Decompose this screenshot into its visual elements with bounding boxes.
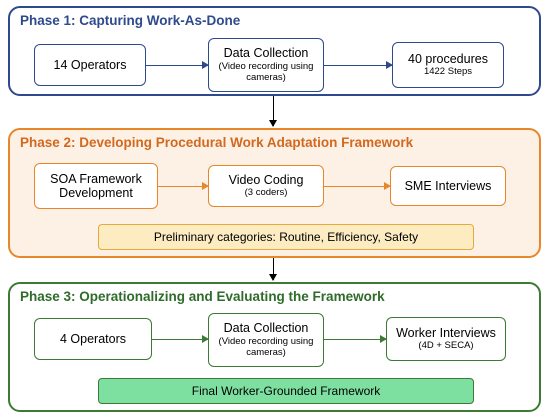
- procedures-label: 40 procedures: [408, 51, 488, 66]
- video-coding-label: Video Coding: [228, 172, 304, 187]
- procedures-box: 40 procedures 1422 Steps: [392, 42, 504, 88]
- data-collection-box: Data Collection (Video recording using c…: [208, 313, 324, 367]
- data-collection-label: Data Collection: [223, 321, 309, 336]
- arrow-operators-to-data-collection: [152, 335, 209, 343]
- data-collection-sublabel: (Video recording using cameras): [218, 335, 314, 358]
- phase-3-panel: Phase 3: Operationalizing and Evaluating…: [8, 282, 541, 412]
- data-collection-label: Data Collection: [223, 46, 309, 61]
- sme-interviews-box: SME Interviews: [390, 166, 506, 206]
- soa-framework-label: SOA Framework Development: [50, 171, 142, 200]
- arrow-phase-2-to-phase-3: [269, 258, 277, 281]
- phase-3-title: Phase 3: Operationalizing and Evaluating…: [20, 289, 385, 304]
- arrow-soa-to-video-coding: [158, 182, 209, 190]
- phase-2-title: Phase 2: Developing Procedural Work Adap…: [20, 135, 414, 150]
- final-framework-banner: Final Worker-Grounded Framework: [98, 378, 474, 404]
- arrow-video-coding-to-sme: [324, 182, 391, 190]
- arrow-data-collection-to-procedures: [324, 61, 393, 69]
- worker-interviews-label: Worker Interviews: [396, 325, 496, 340]
- procedures-sublabel: 1422 Steps: [423, 66, 473, 78]
- operators-box: 14 Operators: [34, 44, 146, 86]
- phase-2-panel: Phase 2: Developing Procedural Work Adap…: [8, 128, 541, 258]
- soa-framework-box: SOA Framework Development: [34, 163, 158, 209]
- video-coding-box: Video Coding (3 coders): [208, 165, 324, 207]
- data-collection-box: Data Collection (Video recording using c…: [208, 38, 324, 92]
- operators-box: 4 Operators: [34, 318, 152, 360]
- arrow-phase-1-to-phase-2: [269, 96, 277, 127]
- phase-1-title: Phase 1: Capturing Work-As-Done: [20, 13, 241, 28]
- data-collection-sublabel: (Video recording using cameras): [218, 60, 314, 83]
- worker-interviews-box: Worker Interviews (4D + SECA): [386, 317, 506, 361]
- worker-interviews-sublabel: (4D + SECA): [418, 340, 474, 352]
- operators-label: 4 Operators: [59, 331, 126, 346]
- video-coding-sublabel: (3 coders): [244, 187, 288, 199]
- operators-label: 14 Operators: [53, 57, 127, 72]
- arrow-operators-to-data-collection: [146, 61, 209, 69]
- preliminary-categories-banner: Preliminary categories: Routine, Efficie…: [98, 224, 474, 250]
- arrow-data-collection-to-worker-interviews: [324, 335, 387, 343]
- sme-interviews-label: SME Interviews: [404, 178, 492, 193]
- phase-1-panel: Phase 1: Capturing Work-As-Done 14 Opera…: [8, 6, 541, 96]
